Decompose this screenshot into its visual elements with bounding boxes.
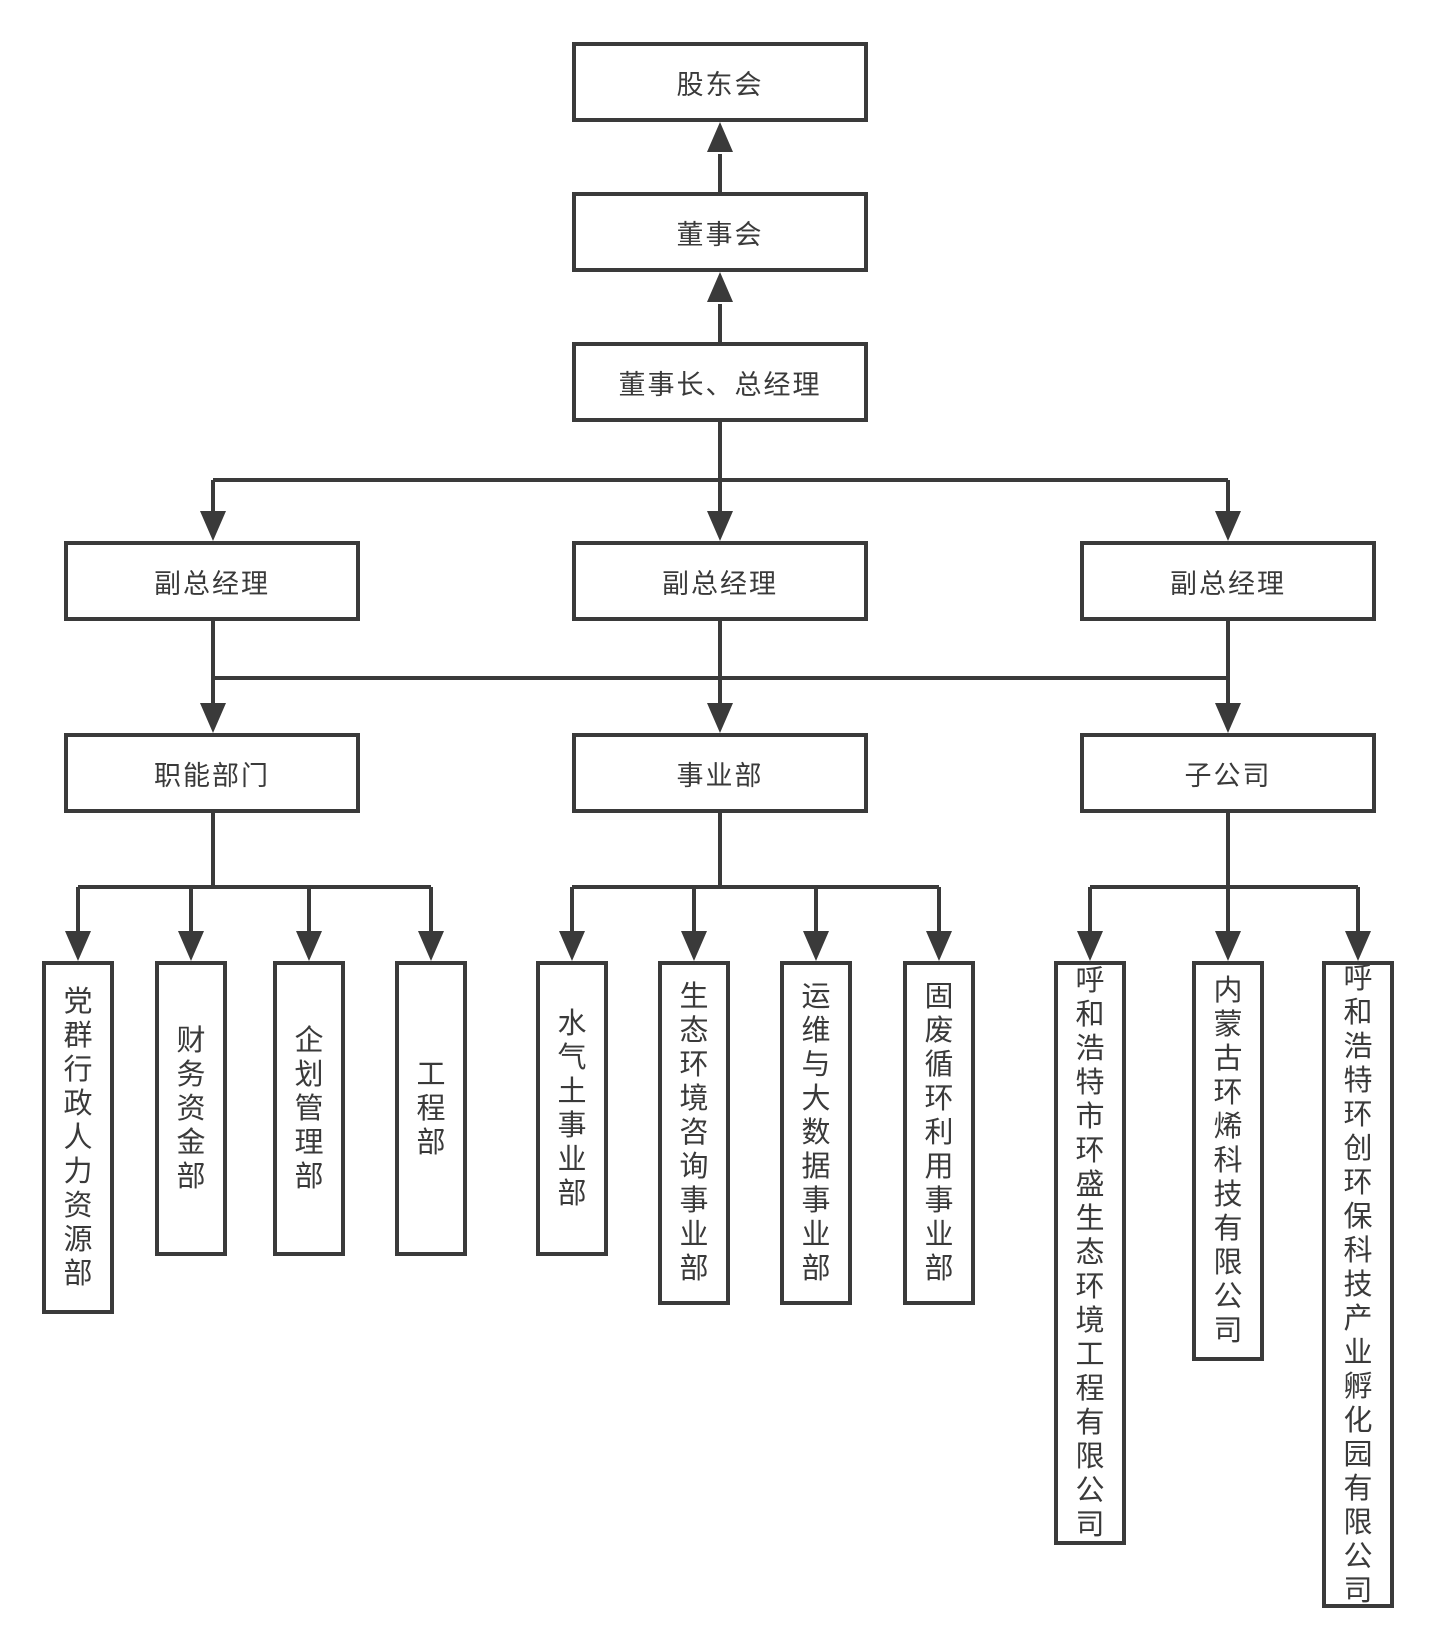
connector-arrowheads xyxy=(65,122,1371,961)
node-chairman-general-manager: 董事长、总经理 xyxy=(572,342,868,422)
node-vice-gm-left: 副总经理 xyxy=(64,541,360,621)
node-company-huanchuang-incubator-park: 呼和浩特环创环保科技产业孵化园有限公司 xyxy=(1322,961,1394,1608)
node-dept-finance-funds: 财务资金部 xyxy=(155,961,227,1256)
node-vice-gm-middle: 副总经理 xyxy=(572,541,868,621)
node-company-huansheng-eco-engineering: 呼和浩特市环盛生态环境工程有限公司 xyxy=(1054,961,1126,1545)
node-div-om-big-data: 运维与大数据事业部 xyxy=(780,961,852,1305)
node-company-huanxi-technology: 内蒙古环烯科技有限公司 xyxy=(1192,961,1264,1361)
node-dept-party-admin-hr: 党群行政人力资源部 xyxy=(42,961,114,1314)
node-business-division: 事业部 xyxy=(572,733,868,813)
connector-lines xyxy=(76,154,1360,933)
node-board-of-directors: 董事会 xyxy=(572,192,868,272)
node-shareholders-meeting: 股东会 xyxy=(572,42,868,122)
node-div-water-air-soil: 水气土事业部 xyxy=(536,961,608,1256)
node-subsidiaries: 子公司 xyxy=(1080,733,1376,813)
node-div-eco-environment-consulting: 生态环境咨询事业部 xyxy=(658,961,730,1305)
node-vice-gm-right: 副总经理 xyxy=(1080,541,1376,621)
node-dept-engineering: 工程部 xyxy=(395,961,467,1256)
node-div-solid-waste-recycling: 固废循环利用事业部 xyxy=(903,961,975,1305)
node-dept-planning-management: 企划管理部 xyxy=(273,961,345,1256)
node-functional-departments: 职能部门 xyxy=(64,733,360,813)
